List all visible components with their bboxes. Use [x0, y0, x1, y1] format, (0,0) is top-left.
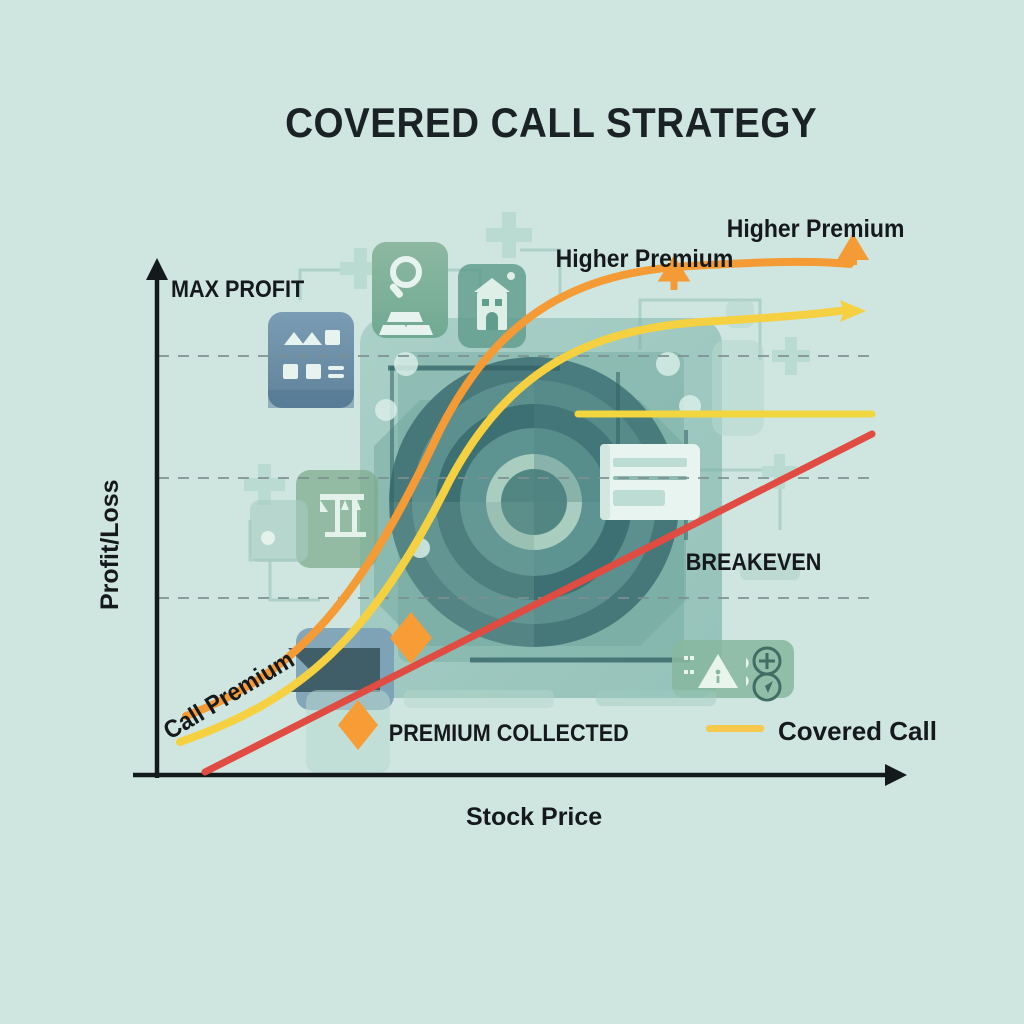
y-axis-label: Profit/Loss [96, 479, 124, 610]
crane-icon [296, 470, 378, 568]
lens-target-icon [389, 357, 679, 647]
bank-building-icon [458, 264, 526, 348]
annotation-max-profit: MAX PROFIT [171, 275, 304, 302]
annotation-higher-premium-right: Higher Premium [727, 215, 905, 243]
annotation-breakeven: BREAKEVEN [686, 548, 822, 575]
series-covered-call-arrow [840, 300, 866, 322]
annotation-higher-premium-left: Higher Premium [556, 245, 734, 273]
x-axis-arrow [885, 764, 907, 786]
document-card-icon [600, 444, 700, 520]
page-title: COVERED CALL STRATEGY [285, 98, 817, 146]
legend: Covered Call [706, 716, 937, 746]
legend-swatch-covered-call [706, 725, 764, 732]
x-axis-label: Stock Price [466, 803, 602, 831]
axes [133, 272, 893, 778]
higher-premium-left-arrow [657, 255, 691, 290]
series-long-stock [201, 430, 876, 776]
compass-icon [752, 672, 782, 702]
series-covered-call [176, 306, 850, 746]
legend-label-covered-call: Covered Call [778, 716, 937, 746]
series-higher-premium [182, 257, 854, 720]
axis-arrowheads [146, 258, 907, 786]
magnifier-gold-bars-icon [372, 242, 448, 338]
y-axis-arrow [146, 258, 168, 280]
chart-card-icon [268, 312, 354, 408]
data-point-markers [338, 612, 432, 750]
warning-triangle-icon [672, 640, 794, 702]
marker-diamond [338, 700, 378, 750]
series-group [176, 233, 876, 776]
marker-diamond [390, 612, 432, 664]
annotation-premium-collected: PREMIUM COLLECTED [389, 719, 629, 746]
series-higher-premium-arrow [836, 233, 870, 265]
